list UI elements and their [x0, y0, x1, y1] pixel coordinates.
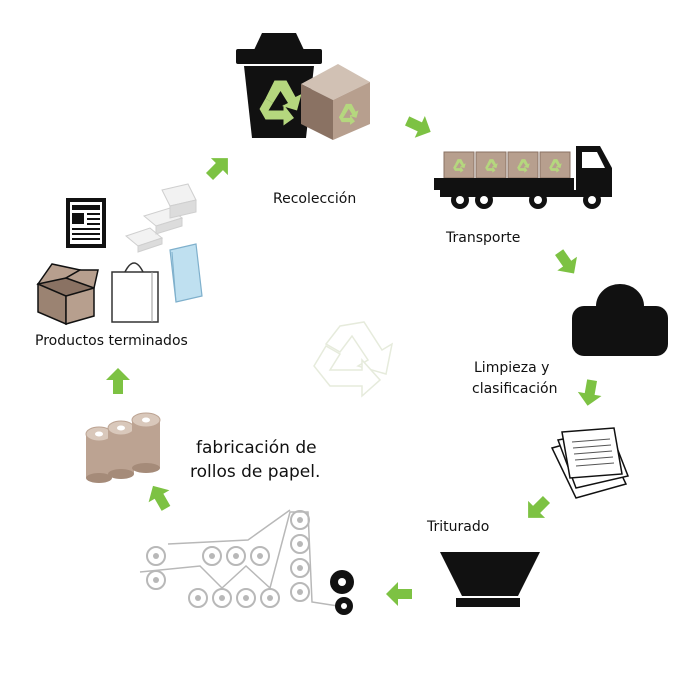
label-recoleccion: Recolección: [273, 191, 357, 207]
arrow-triturado-to-machine-icon: [386, 582, 412, 606]
recycle-bin-and-box-icon: [236, 33, 370, 140]
finished-products-icon: [36, 183, 203, 326]
label-productos-terminados: Productos terminados: [35, 333, 188, 349]
arrow-recoleccion-to-transporte-icon: [402, 110, 436, 143]
shredder-hopper-icon: [440, 552, 540, 607]
paper-machine-rollers-icon: [139, 509, 354, 615]
arrow-paper-to-triturado-icon: [519, 491, 555, 527]
recycle-symbol-icon: [313, 321, 394, 398]
label-limpieza-line2: clasificación: [472, 381, 558, 397]
label-fabricacion-line2: rollos de papel.: [190, 462, 321, 482]
label-limpieza-line1: Limpieza y: [474, 360, 550, 376]
label-triturado: Triturado: [427, 519, 490, 535]
label-fabricacion-line1: fabricación de: [196, 438, 317, 458]
paper-sheets-icon: [550, 427, 630, 499]
arrow-rolls-to-products-icon: [106, 368, 130, 394]
truck-icon: [434, 146, 612, 209]
paper-rolls-icon: [85, 412, 161, 483]
cleaning-machine-icon: [572, 284, 668, 356]
label-transporte: Transporte: [446, 230, 521, 246]
arrow-limpieza-to-paper-icon: [575, 378, 604, 408]
arrow-machine-to-rolls-icon: [142, 479, 177, 515]
arrow-products-to-recoleccion-icon: [201, 149, 237, 185]
arrow-transporte-to-limpieza-icon: [549, 245, 584, 281]
